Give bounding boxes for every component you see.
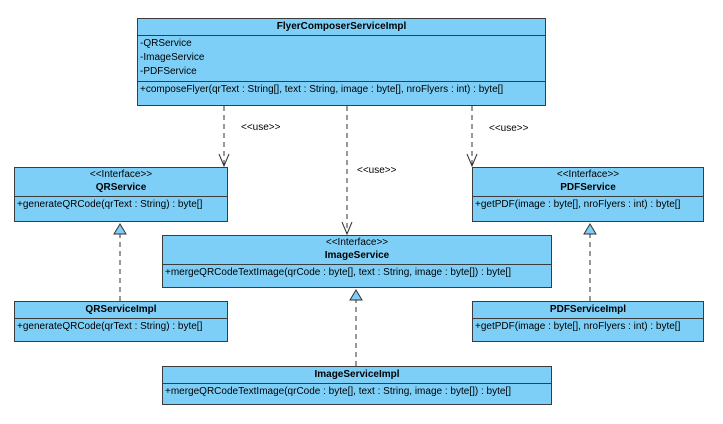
use-dependency-image: [341, 106, 353, 236]
class-flyer-composer-service-impl[interactable]: FlyerComposerServiceImpl -QRService -Ima…: [137, 18, 546, 106]
class-name: PDFServiceImpl: [549, 304, 627, 315]
interface-pdf-service[interactable]: <<Interface>> PDFService +getPDF(image :…: [472, 167, 704, 222]
operations-section: +getPDF(image : byte[], nroFlyers : int)…: [473, 197, 703, 214]
operation-row: +mergeQRCodeTextImage(qrCode : byte[], t…: [165, 267, 511, 278]
operation-row: +generateQRCode(qrText : String) : byte[…: [17, 321, 203, 332]
attributes-section: -QRService -ImageService -PDFService: [138, 36, 545, 82]
use-label-qr: <<use>>: [241, 122, 281, 133]
class-name: ImageService: [324, 250, 390, 261]
class-pdf-service-impl[interactable]: PDFServiceImpl +getPDF(image : byte[], n…: [472, 301, 704, 342]
operations-section: +generateQRCode(qrText : String) : byte[…: [15, 197, 227, 214]
realization-qr: [113, 223, 127, 301]
interface-image-service[interactable]: <<Interface>> ImageService +mergeQRCodeT…: [162, 235, 552, 288]
operation-row: +composeFlyer(qrText : String[], text : …: [140, 84, 504, 95]
realization-pdf: [583, 223, 597, 301]
class-name: PDFService: [560, 182, 616, 193]
class-name: FlyerComposerServiceImpl: [276, 21, 407, 32]
class-qr-service-impl[interactable]: QRServiceImpl +generateQRCode(qrText : S…: [14, 301, 228, 342]
operations-section: +getPDF(image : byte[], nroFlyers : int)…: [473, 319, 703, 336]
class-name: ImageServiceImpl: [314, 369, 400, 380]
stereotype-label: <<Interface>>: [89, 169, 153, 180]
class-image-service-impl[interactable]: ImageServiceImpl +mergeQRCodeTextImage(q…: [162, 366, 552, 405]
use-dependency-qr: [218, 106, 230, 168]
operation-row: +getPDF(image : byte[], nroFlyers : int)…: [475, 199, 681, 210]
use-label-image: <<use>>: [357, 165, 397, 176]
attribute-row: -ImageService: [140, 52, 205, 63]
operation-row: +mergeQRCodeTextImage(qrCode : byte[], t…: [165, 386, 511, 397]
operations-section: +generateQRCode(qrText : String) : byte[…: [15, 319, 227, 336]
attribute-row: -QRService: [140, 38, 192, 49]
operations-section: +mergeQRCodeTextImage(qrCode : byte[], t…: [163, 265, 551, 282]
operation-row: +generateQRCode(qrText : String) : byte[…: [17, 199, 203, 210]
operation-row: +getPDF(image : byte[], nroFlyers : int)…: [475, 321, 681, 332]
operations-section: +mergeQRCodeTextImage(qrCode : byte[], t…: [163, 384, 551, 401]
class-name: QRService: [95, 182, 147, 193]
operations-section: +composeFlyer(qrText : String[], text : …: [138, 82, 545, 99]
interface-qr-service[interactable]: <<Interface>> QRService +generateQRCode(…: [14, 167, 228, 222]
use-dependency-pdf: [466, 106, 478, 168]
realization-image: [349, 289, 363, 366]
stereotype-label: <<Interface>>: [556, 169, 620, 180]
attribute-row: -PDFService: [140, 66, 197, 77]
use-label-pdf: <<use>>: [489, 123, 529, 134]
stereotype-label: <<Interface>>: [325, 237, 389, 248]
class-name: QRServiceImpl: [85, 304, 157, 315]
